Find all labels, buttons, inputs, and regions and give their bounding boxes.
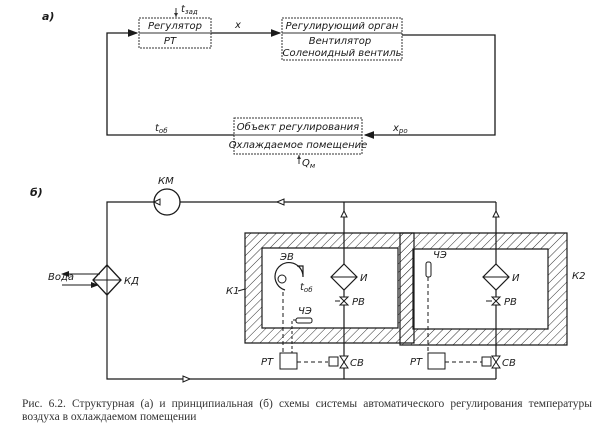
exp-valve-1-label: РВ — [352, 297, 365, 308]
fan-label: ЭВ — [279, 252, 294, 263]
regulator-block: Регулятор РТ — [138, 17, 212, 49]
exp-valve-2-label: РВ — [504, 297, 517, 308]
regulator-title: Регулятор — [148, 21, 202, 32]
figure-caption: Рис. 6.2. Структурная (а) и принципиальн… — [22, 398, 592, 423]
sensor-2-label: ЧЭ — [433, 250, 447, 261]
actuator-line2: Соленоидный вентиль — [282, 48, 401, 59]
exp-valve-2-icon — [490, 296, 502, 306]
evaporator-1-icon — [330, 263, 358, 291]
chamber-k1-label: К1 — [226, 286, 239, 297]
solenoid-1-icon — [339, 355, 349, 369]
condenser-label: КД — [124, 276, 139, 287]
compressor-inlet-arrow — [152, 198, 161, 206]
liquid-arrow — [182, 375, 192, 383]
chamber-k1 — [244, 232, 415, 344]
object-sub: Охлаждаемое помещение — [229, 140, 368, 151]
part-b-label: б) — [30, 186, 43, 199]
evaporator-2-icon — [482, 263, 510, 291]
signal-tob-label: tоб — [155, 123, 168, 135]
water-label: Вода — [48, 272, 74, 283]
object-title: Объект регулирования — [237, 121, 359, 133]
signal-xro-label: xро — [392, 123, 408, 135]
compressor-label: КМ — [158, 176, 174, 187]
regulator-1-label: РТ — [261, 357, 274, 368]
condenser-icon — [92, 264, 122, 296]
solenoid-2-label: СВ — [502, 358, 516, 369]
regulator-2-label: РТ — [410, 357, 423, 368]
setpoint-label: tзад — [181, 4, 198, 16]
signal-xro-line — [363, 34, 496, 139]
suction-arrow — [275, 198, 285, 206]
actuator-line1: Вентилятор — [309, 36, 372, 47]
sensor-1-label: ЧЭ — [298, 306, 312, 317]
sensor-2-icon — [425, 261, 432, 278]
actuator-block: Регулирующий орган Вентилятор Соленоидны… — [281, 17, 403, 61]
regulator-2-icon — [427, 352, 446, 370]
object-block: Объект регулирования Охлаждаемое помещен… — [229, 117, 368, 155]
disturbance-arrowhead — [297, 155, 301, 159]
setpoint-arrowhead — [174, 13, 178, 17]
solenoid-2-icon — [491, 355, 501, 369]
evaporator-1-label: И — [360, 273, 368, 284]
evaporator-2-label: И — [512, 273, 520, 284]
actuator-title: Регулирующий орган — [286, 21, 399, 32]
exp-valve-1-icon — [338, 296, 350, 306]
feedback-line — [106, 29, 234, 136]
part-a-label: а) — [42, 10, 54, 23]
solenoid-1-label: СВ — [350, 358, 364, 369]
regulator-1-icon — [279, 352, 298, 370]
regulator-sub: РТ — [164, 36, 177, 47]
column-2-arrow — [492, 209, 500, 218]
solenoid-1-coil — [328, 356, 339, 367]
k1-leader — [237, 288, 246, 292]
t-ob-label: tоб — [300, 282, 313, 294]
sensor-1-icon — [295, 317, 313, 324]
solenoid-2-coil — [481, 356, 492, 367]
fan-icon — [274, 261, 304, 291]
sensor-1-line — [291, 319, 296, 353]
column-1-arrow — [340, 209, 348, 218]
chamber-k2 — [399, 232, 568, 346]
disturbance-label: Qм — [302, 158, 316, 170]
chamber-k2-label: К2 — [572, 271, 585, 282]
signal-x-label: x — [234, 20, 241, 31]
